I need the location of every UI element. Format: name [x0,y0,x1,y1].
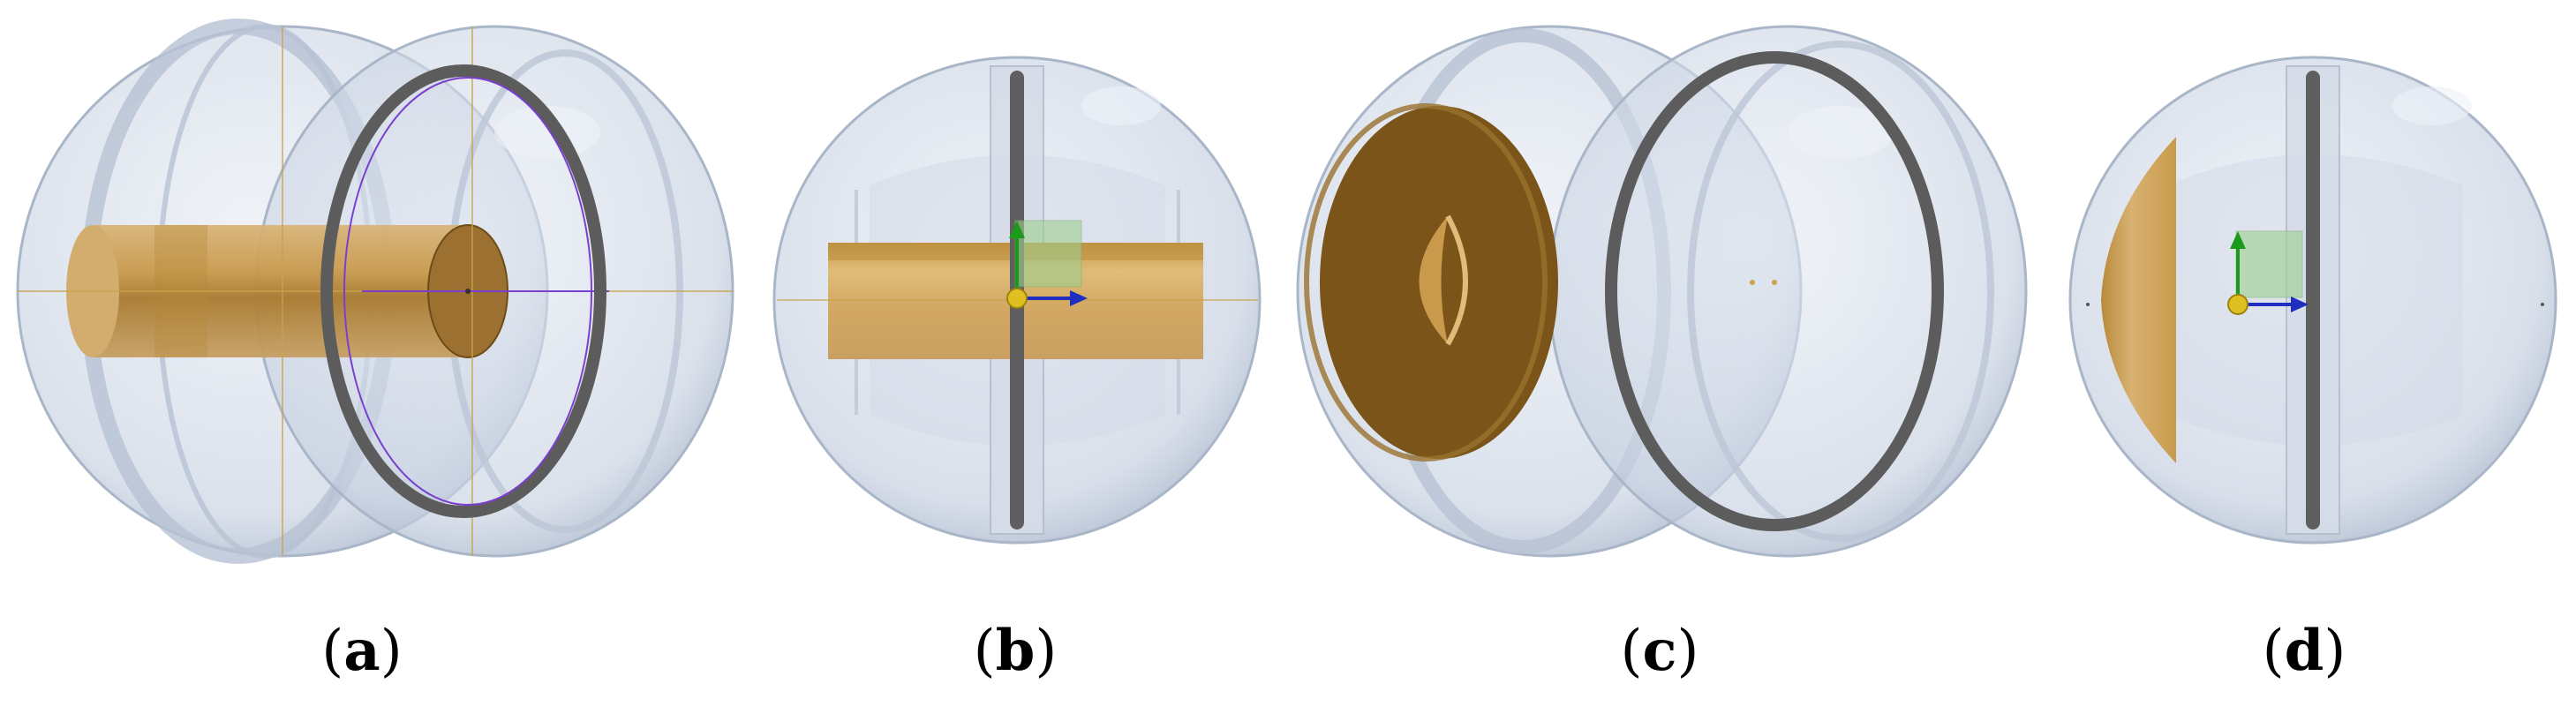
center-point [1772,280,1777,285]
panel-a-illustration [16,19,734,564]
panel-c-illustration [1296,25,2028,558]
center-point [465,289,471,294]
dark-ring [320,64,606,518]
dark-rod [2306,71,2320,530]
center-point [2086,303,2090,306]
coordinate-gizmo [1006,220,1088,309]
gold-disk-edge [2101,137,2176,463]
coordinate-gizmo [2227,230,2309,315]
panel-d-caption: (d) [2262,618,2346,684]
right-hemisphere-shell [1548,25,2028,558]
panel-d-illustration [2068,56,2557,545]
center-point [1750,280,1755,285]
gold-disk [1304,103,1558,462]
panel-c-caption: (c) [1620,618,1699,684]
panel-b-caption: (b) [973,618,1058,684]
center-point [2541,303,2544,306]
panel-b-illustration [772,56,1262,545]
panel-a-caption: (a) [321,618,403,684]
dark-ring [1605,51,1944,531]
